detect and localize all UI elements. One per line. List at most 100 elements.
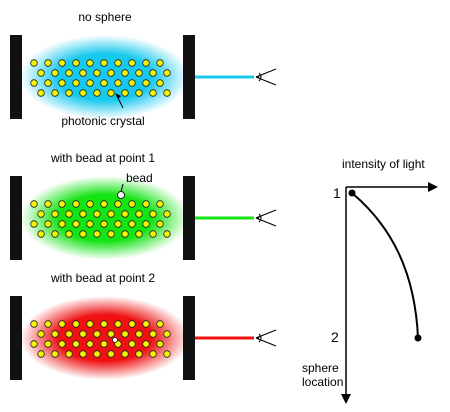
crystal-bead — [86, 200, 94, 208]
y-axis-label-line1: sphere — [302, 361, 339, 375]
crystal-bead — [142, 320, 150, 328]
crystal-bead — [51, 210, 59, 218]
crystal-bead — [72, 79, 80, 87]
crystal-bead — [79, 330, 87, 338]
light-glow — [20, 296, 190, 380]
crystal-bead — [156, 59, 164, 67]
crystal-bead — [156, 220, 164, 228]
crystal-bead — [142, 340, 150, 348]
crystal-bead — [51, 69, 59, 77]
x-axis-label: intensity of light — [342, 157, 425, 171]
eye-icon — [255, 68, 277, 86]
crystal-bead — [51, 350, 59, 358]
crystal-bead — [128, 320, 136, 328]
crystal-bead — [79, 69, 87, 77]
crystal-bead — [79, 89, 87, 97]
crystal-bead — [107, 330, 115, 338]
crystal-bead — [37, 350, 45, 358]
crystal-bead — [58, 320, 66, 328]
crystal-bead — [30, 220, 38, 228]
crystal-bead — [121, 89, 129, 97]
crystal-bead — [93, 350, 101, 358]
crystal-bead — [44, 320, 52, 328]
crystal-bead — [121, 210, 129, 218]
crystal-bead — [121, 69, 129, 77]
eye-icon — [255, 209, 277, 227]
crystal-bead — [100, 220, 108, 228]
crystal-bead — [44, 220, 52, 228]
bead-marker — [112, 337, 118, 343]
left-mirror — [10, 35, 22, 119]
crystal-bead — [58, 200, 66, 208]
crystal-bead — [142, 220, 150, 228]
crystal-bead — [86, 79, 94, 87]
crystal-bead — [58, 220, 66, 228]
crystal-bead — [44, 79, 52, 87]
crystal-bead — [30, 320, 38, 328]
curve-end-point — [414, 334, 422, 342]
crystal-bead — [65, 210, 73, 218]
crystal-bead — [79, 350, 87, 358]
point-1-label: 1 — [333, 185, 341, 201]
crystal-bead — [163, 210, 171, 218]
crystal-bead — [107, 350, 115, 358]
crystal-bead — [121, 230, 129, 238]
crystal-bead — [51, 89, 59, 97]
callout-label: photonic crystal — [61, 114, 144, 128]
crystal-bead — [30, 340, 38, 348]
crystal-bead — [121, 330, 129, 338]
crystal-bead — [149, 69, 157, 77]
crystal-bead — [128, 79, 136, 87]
left-mirror — [10, 296, 22, 380]
crystal-bead — [86, 340, 94, 348]
crystal-bead — [128, 200, 136, 208]
arrow-icon — [341, 394, 351, 404]
crystal-bead — [114, 79, 122, 87]
crystal-bead — [100, 320, 108, 328]
panel-title: no sphere — [78, 10, 132, 24]
crystal-bead — [114, 200, 122, 208]
crystal-bead — [142, 200, 150, 208]
crystal-bead — [135, 89, 143, 97]
arrow-icon — [428, 182, 438, 192]
crystal-bead — [65, 330, 73, 338]
crystal-bead — [37, 89, 45, 97]
crystal-bead — [128, 220, 136, 228]
panel-bead-point-2: with bead at point 2 — [10, 271, 277, 380]
crystal-bead — [128, 340, 136, 348]
crystal-bead — [114, 220, 122, 228]
panel-title: with bead at point 1 — [50, 151, 155, 165]
crystal-bead — [72, 340, 80, 348]
light-glow — [20, 176, 190, 260]
crystal-bead — [156, 320, 164, 328]
panel-bead-point-1: with bead at point 1 bead — [10, 151, 277, 260]
crystal-bead — [30, 79, 38, 87]
crystal-bead — [107, 69, 115, 77]
crystal-bead — [149, 89, 157, 97]
crystal-bead — [72, 320, 80, 328]
crystal-bead — [163, 230, 171, 238]
left-mirror — [10, 176, 22, 260]
crystal-bead — [149, 230, 157, 238]
crystal-bead — [44, 59, 52, 67]
crystal-bead — [58, 340, 66, 348]
crystal-bead — [163, 350, 171, 358]
crystal-bead — [135, 350, 143, 358]
bead-marker — [117, 191, 125, 199]
crystal-bead — [107, 210, 115, 218]
crystal-bead — [58, 59, 66, 67]
bead-lattice — [30, 59, 171, 97]
panel-title: with bead at point 2 — [50, 271, 155, 285]
crystal-bead — [79, 210, 87, 218]
callout-line — [120, 183, 124, 193]
crystal-bead — [100, 200, 108, 208]
crystal-bead — [79, 230, 87, 238]
crystal-bead — [86, 220, 94, 228]
crystal-bead — [37, 230, 45, 238]
crystal-bead — [114, 320, 122, 328]
panel-no-sphere: no sphere photonic crystal — [10, 10, 277, 128]
crystal-bead — [100, 79, 108, 87]
right-mirror — [183, 35, 195, 119]
crystal-bead — [93, 210, 101, 218]
crystal-bead — [65, 69, 73, 77]
